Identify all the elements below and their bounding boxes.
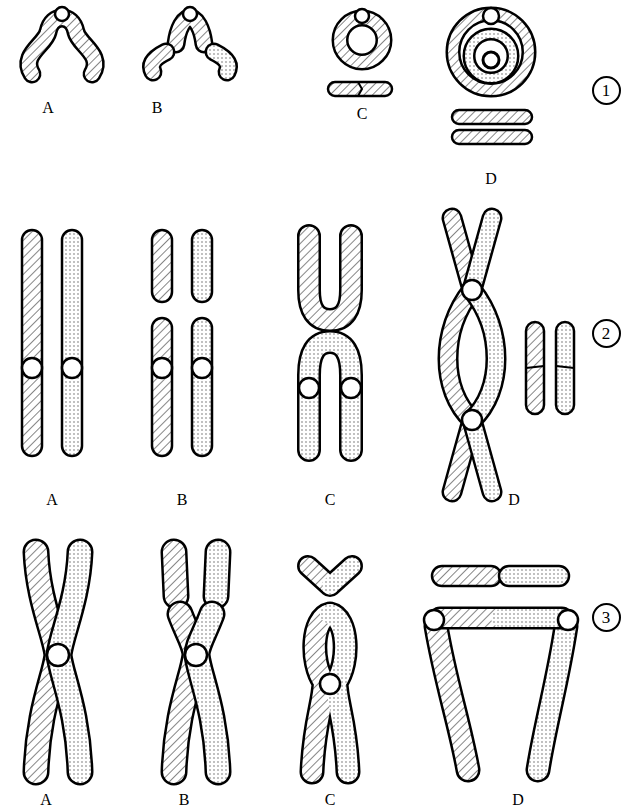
chromosome-part [214,52,228,72]
chromosome-part [472,218,496,492]
row-number-circle: 3 [592,603,621,632]
chromosome-part [462,280,482,300]
chromosome-part [538,626,566,770]
chromosome-figure [448,218,574,492]
chromosome-part [22,358,42,378]
chromosome-part [192,230,212,302]
chromosome-part [432,566,501,586]
figure-letter: C [325,792,336,808]
chromosome-part [469,34,513,78]
chromosome-part [436,626,468,770]
chromosome-part [483,8,499,24]
chromosome-part [448,218,472,492]
chromosome-part [47,644,69,666]
chromosome-part [436,626,468,770]
figure-letter: C [357,106,368,122]
chromosome-part [320,674,340,694]
chromosome-figure [174,552,218,772]
row-number: 3 [602,609,611,626]
chromosome-figure [299,236,361,450]
chromosome-part [340,18,384,62]
figure-letter: B [152,100,163,116]
chromosome-part [472,218,496,492]
chromosome-part [183,7,197,21]
chromosome-part [216,552,218,596]
chromosome-part [55,7,69,21]
chromosome-part [469,34,513,78]
chromosome-part [453,14,529,90]
chromosome-part [62,358,82,378]
chromosome-part [216,552,218,596]
chromosome-part [309,236,351,320]
chromosome-part [152,358,172,378]
figure-letter: D [512,792,524,808]
chromosome-part [308,566,352,586]
chromosome-part [192,318,212,456]
chromosome-part [174,552,176,596]
chromosome-part [152,52,166,72]
chromosome-part [29,18,95,74]
chromosome-figure [152,230,212,456]
chromosome-part [197,614,218,772]
chromosome-part [174,552,176,596]
chromosome-part [312,614,348,772]
chromosome-part [197,614,218,772]
figure-letter: B [179,792,190,808]
row-number-circle: 1 [592,76,621,105]
chromosome-part [558,610,578,630]
chromosome-figure [328,9,392,96]
chromosome-part [29,18,95,74]
chromosome-part [62,230,82,456]
chromosome-part [330,566,352,586]
chromosome-figure [452,8,532,144]
chromosome-part [483,52,499,68]
chromosome-part [22,230,42,456]
chromosome-figure [36,552,80,772]
chromosome-figure [22,230,82,456]
chromosome-part [192,358,212,378]
chromosome-part [358,82,362,96]
figure-letter: A [46,492,58,508]
chromosome-part [341,378,361,398]
chromosome-part [440,607,562,630]
chromosome-part [152,230,172,302]
figure-letter: C [325,492,336,508]
chromosome-part [214,52,228,72]
figure-letter: D [485,171,497,187]
chromosome-part [185,644,207,666]
chromosome-part [526,366,574,368]
chromosome-part [453,14,529,90]
chromosome-figure [152,7,229,72]
chromosome-part [328,82,392,96]
chromosome-figure [424,566,578,770]
chromosome-part [424,610,444,630]
chromosome-part [152,52,166,72]
row-number-circle: 2 [592,319,621,348]
chromosome-part [340,18,384,62]
chromosome-part [299,378,319,398]
chromosome-part [452,110,532,124]
chromosome-part [355,9,369,23]
figure-letter: A [42,100,54,116]
chromosome-part [152,318,172,456]
chromosome-part [309,236,351,320]
chromosome-part [448,218,472,492]
chromosome-part [462,410,482,430]
figure-letter: A [40,792,52,808]
figure-letter: D [508,492,520,508]
chromosome-figure [29,7,95,74]
chromosome-figure [308,566,352,772]
row-number: 2 [602,325,611,342]
figure-letter: B [177,492,188,508]
chromosome-part [538,626,566,770]
row-number: 1 [602,82,611,99]
chromosome-part [500,609,562,627]
chromosome-part [452,130,532,144]
chromosome-part [499,566,569,586]
